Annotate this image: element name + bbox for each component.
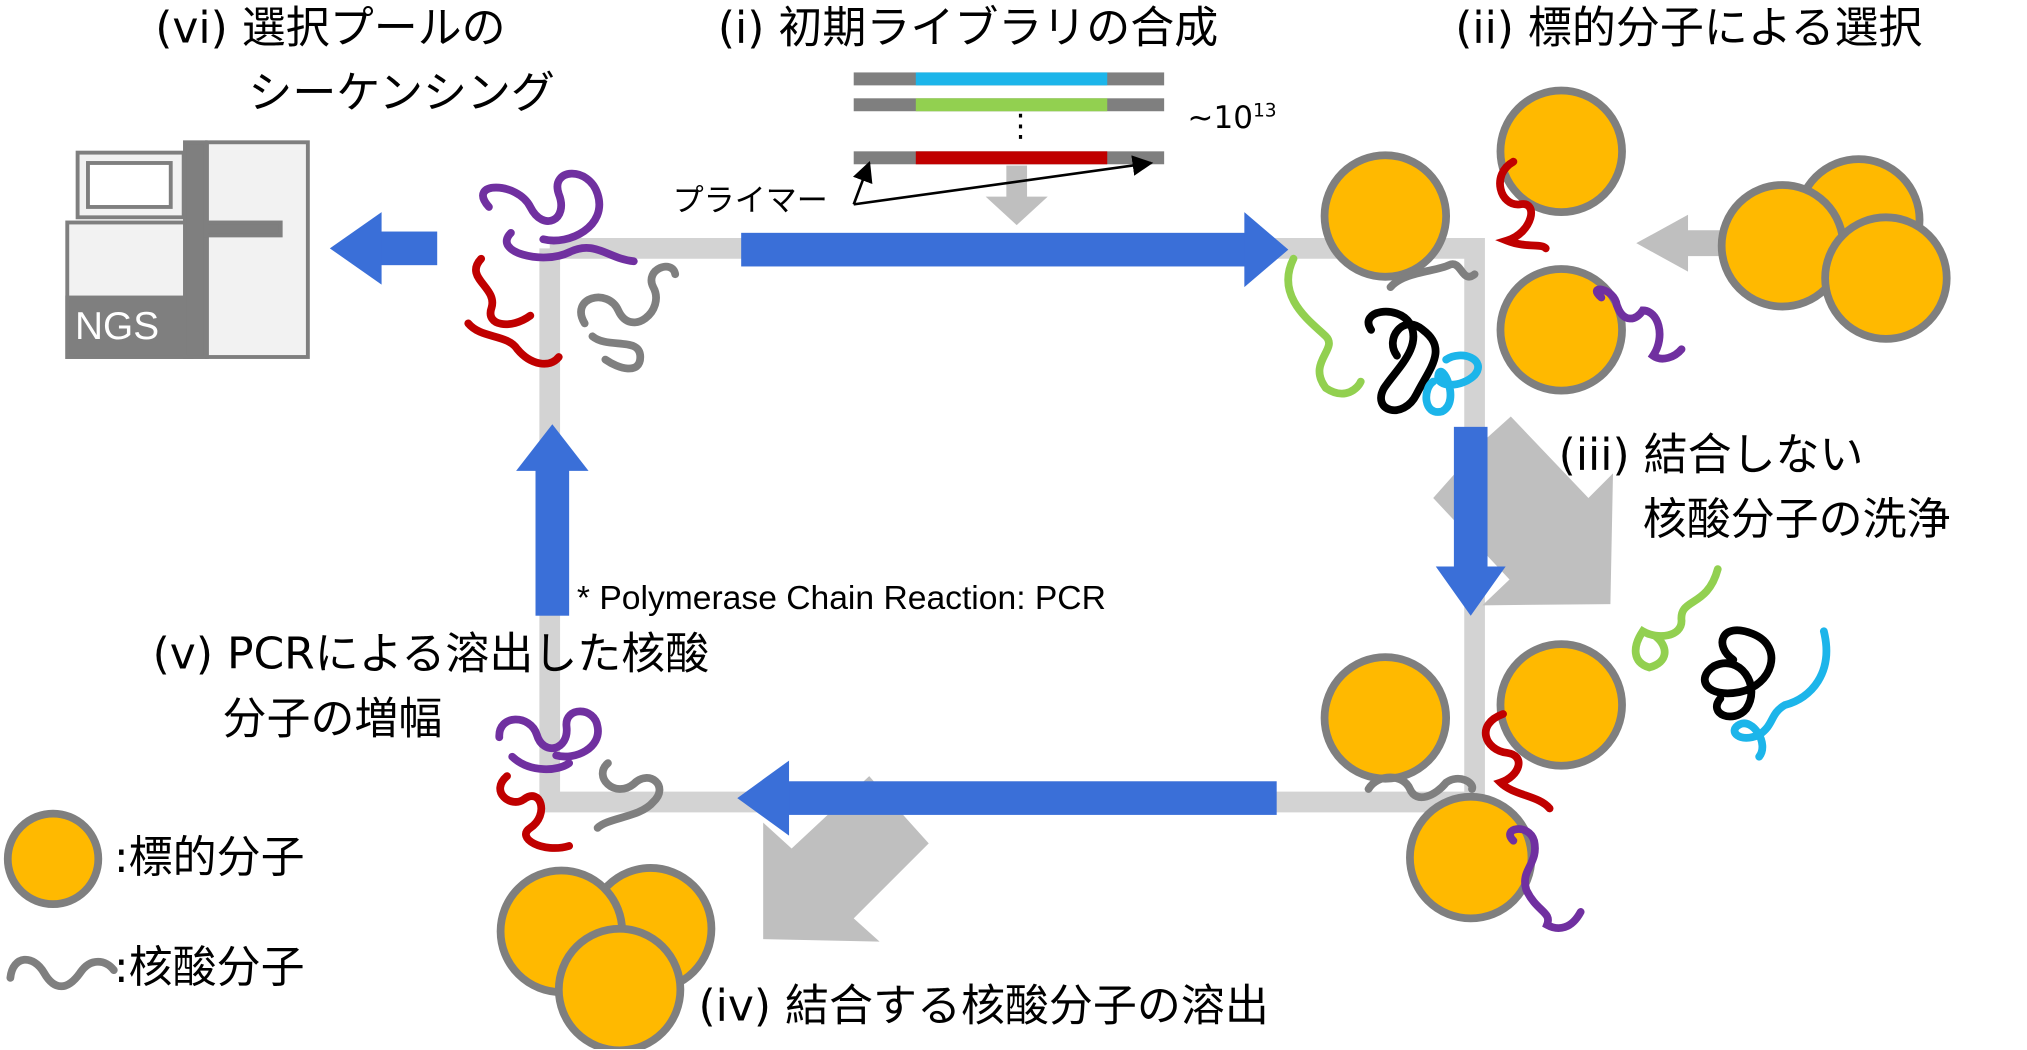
step-ii-label: (ii) 標的分子による選択: [1455, 2, 1923, 55]
library-strands: [853, 72, 1165, 165]
flow-arrow-library-to-selection: [741, 212, 1289, 288]
library-count-prefix: ~10: [1187, 99, 1253, 136]
target-cluster-input: [1717, 155, 1951, 343]
step-vi-label-line1: (vi) 選択プールの: [155, 2, 506, 55]
selection-strands: [1284, 157, 1686, 416]
flow-arrow-selection-to-wash: [1435, 426, 1506, 616]
legend-nucleic-label: :核酸分子: [113, 941, 305, 994]
step-iii-label-line2: 核酸分子の洗浄: [1642, 494, 1951, 546]
step-iii-label-line1: (iii) 結合しない: [1558, 429, 1864, 482]
library-count: ~1013: [1187, 101, 1276, 135]
bound-strands: [1364, 710, 1585, 932]
primer-pointers: [852, 155, 1154, 206]
primer-label: プライマー: [672, 182, 828, 219]
flow-arrow-elution-to-pcr: [737, 760, 1277, 836]
step-iv-label: (iv) 結合する核酸分子の溶出: [698, 980, 1269, 1033]
legend-nucleic-symbol: [6, 955, 118, 991]
sequencer-instrument: [65, 140, 310, 359]
flow-arrow-pcr-to-pool: [516, 424, 589, 616]
library-down-arrow: [985, 165, 1048, 226]
target-cluster-eluted: [496, 864, 716, 1050]
step-v-label-line2: 分子の増幅: [222, 693, 443, 746]
pool-strands-topleft: [464, 169, 680, 373]
pool-strands-bottomleft: [495, 707, 664, 852]
washed-strands: [1631, 565, 1831, 761]
ngs-label: NGS: [75, 305, 160, 348]
step-i-label: (i) 初期ライブラリの合成: [717, 2, 1219, 55]
library-count-exponent: 13: [1252, 100, 1277, 122]
step-v-label-line1: (v) PCRによる溶出した核酸: [152, 628, 710, 681]
legend-target-label: :標的分子: [113, 831, 305, 884]
flow-arrow-pool-to-sequencer: [329, 212, 438, 285]
legend-target-symbol: [3, 809, 103, 909]
library-dots: ⋮: [1005, 107, 1037, 144]
step-vi-label-line2: シーケンシング: [248, 67, 555, 120]
target-cluster-bound: [1320, 640, 1626, 923]
target-cluster-selection: [1320, 86, 1626, 395]
pcr-footnote: * Polymerase Chain Reaction: PCR: [576, 578, 1106, 617]
elution-out-arrow: [763, 776, 929, 942]
